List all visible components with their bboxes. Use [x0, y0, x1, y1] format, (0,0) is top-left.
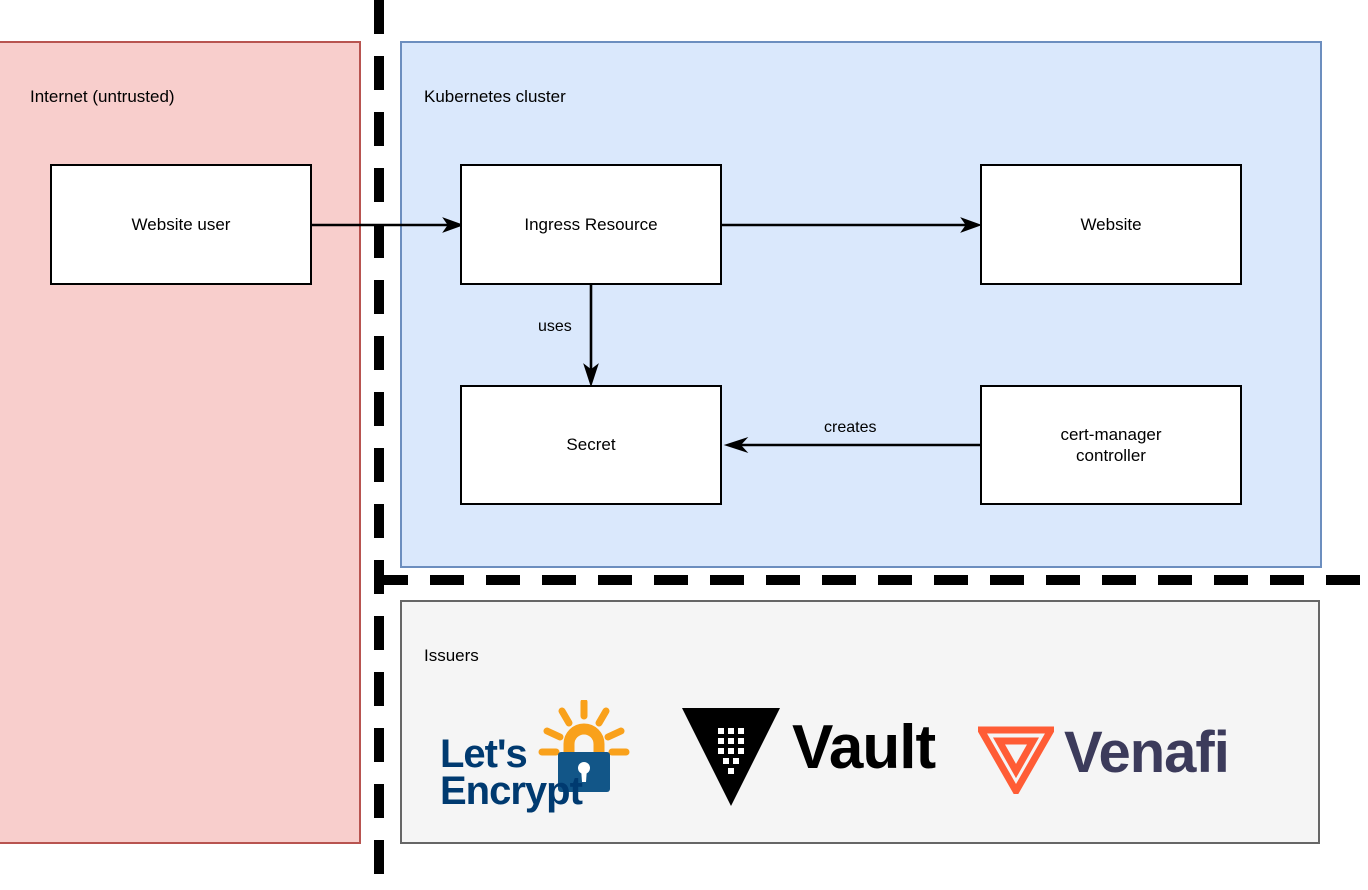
node-website-user[interactable]: Website user [50, 164, 312, 285]
zone-kubernetes-label: Kubernetes cluster [424, 87, 566, 106]
venafi-double-v-icon [978, 726, 1054, 794]
node-cert-manager-line2: controller [1076, 446, 1146, 465]
logo-lets-encrypt[interactable]: Let's Encrypt [440, 700, 630, 820]
lets-encrypt-line2: Encrypt [440, 768, 583, 813]
lets-encrypt-line1: Let's [440, 732, 528, 776]
node-website[interactable]: Website [980, 164, 1242, 285]
trust-boundary-horizontal-dashed-line [374, 575, 1368, 585]
lets-encrypt-wordmark: Let's Encrypt [440, 732, 583, 813]
logo-vault[interactable]: Vault [680, 705, 950, 817]
edge-label-uses: uses [538, 318, 572, 335]
venafi-wordmark: Venafi [1064, 720, 1230, 785]
zone-internet-untrusted [0, 41, 361, 844]
trust-boundary-vertical-dashed-line [374, 0, 384, 890]
vault-wordmark: Vault [792, 713, 936, 782]
lets-encrypt-padlock-icon [538, 700, 630, 792]
node-cert-manager-controller[interactable]: cert-manager controller [980, 385, 1242, 505]
logo-venafi[interactable]: Venafi [978, 722, 1278, 802]
edge-label-creates: creates [824, 419, 877, 436]
node-ingress-resource[interactable]: Ingress Resource [460, 164, 722, 285]
zone-issuers [400, 600, 1320, 844]
node-cert-manager-line1: cert-manager [1060, 424, 1162, 444]
zone-issuers-label: Issuers [424, 646, 479, 665]
zone-internet-label: Internet (untrusted) [30, 87, 175, 106]
vault-triangle-icon [682, 708, 780, 806]
node-secret[interactable]: Secret [460, 385, 722, 505]
